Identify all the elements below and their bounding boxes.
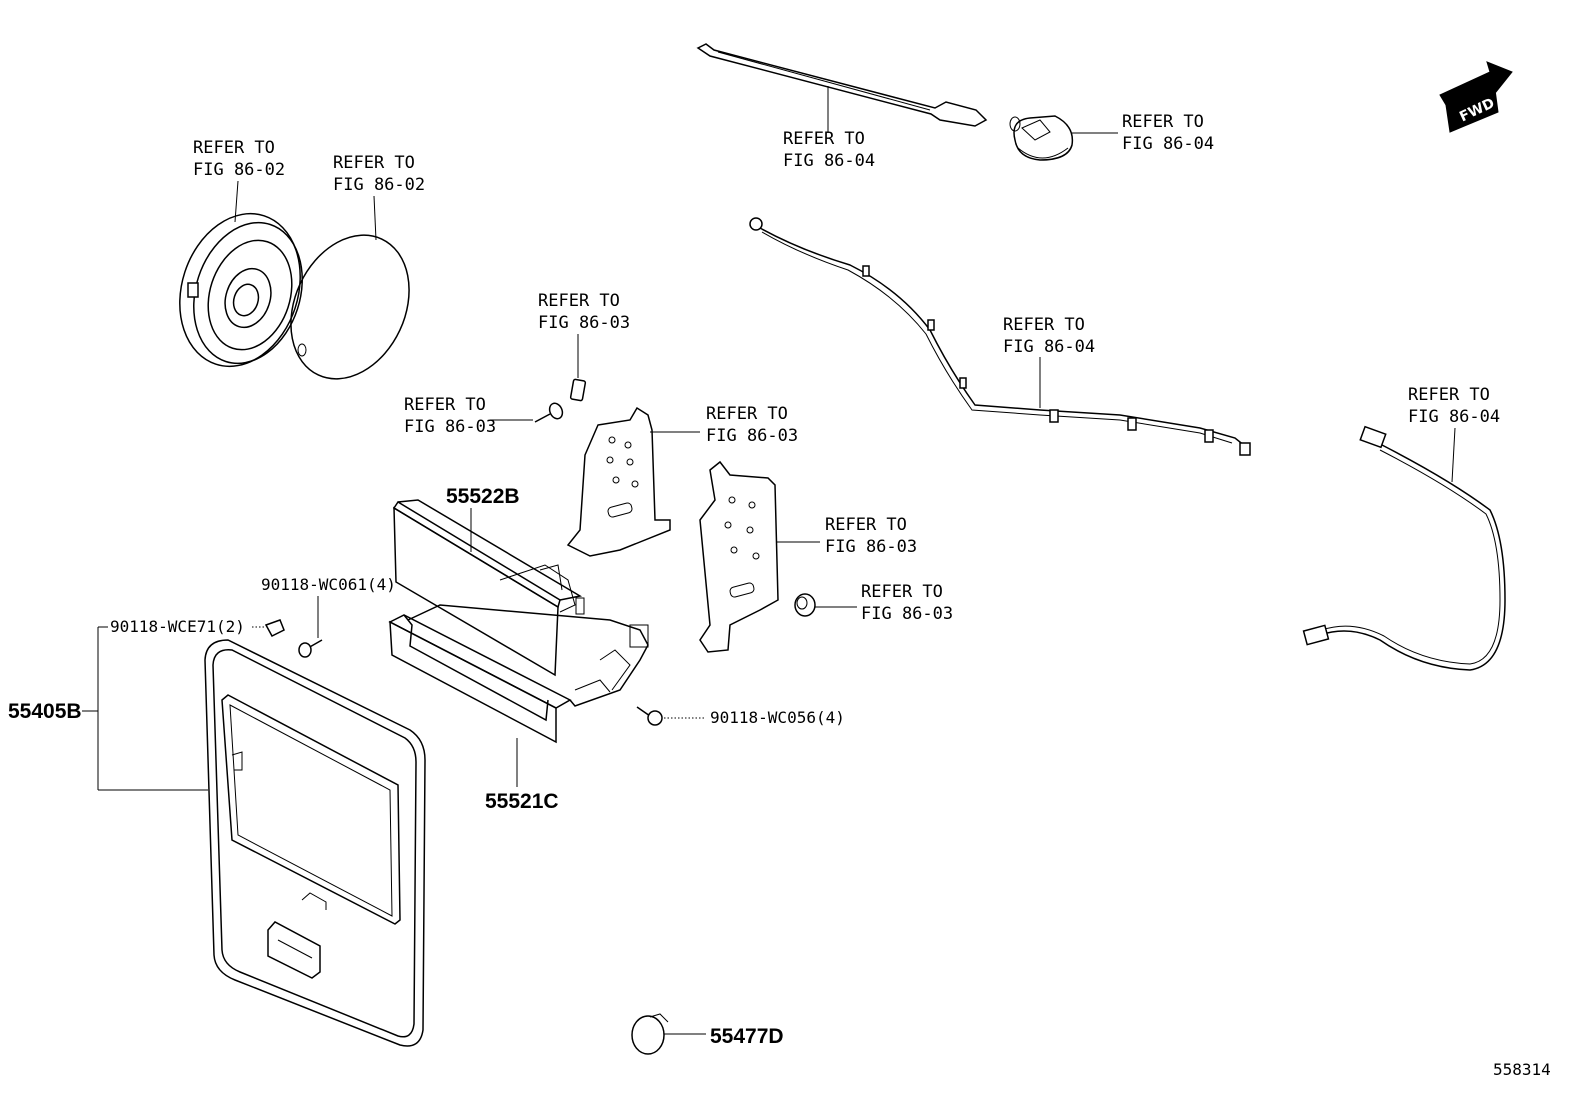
callout-55477D: 55477D xyxy=(664,1025,784,1048)
callout-55405B: 55405B xyxy=(8,627,208,791)
svg-text:90118-WCE71(2): 90118-WCE71(2) xyxy=(110,617,245,636)
antenna-rod xyxy=(696,43,988,127)
svg-text:REFER TO: REFER TO xyxy=(333,153,415,173)
callout-speaker: REFER TO FIG 86-02 xyxy=(193,138,285,223)
callout-90118-wc061: 90118-WC061(4) xyxy=(261,575,396,638)
part-55405B xyxy=(204,639,426,1047)
callout-nut-clip: REFER TO FIG 86-03 xyxy=(538,291,630,378)
screw-upper xyxy=(534,402,564,423)
callout-bracket-left: REFER TO FIG 86-03 xyxy=(650,404,798,446)
antenna-cable xyxy=(749,217,1251,456)
svg-text:REFER TO: REFER TO xyxy=(538,291,620,311)
svg-text:FIG 86-03: FIG 86-03 xyxy=(861,604,953,624)
svg-text:REFER TO: REFER TO xyxy=(404,395,486,415)
speaker-grille xyxy=(290,234,410,380)
svg-text:90118-WC056(4): 90118-WC056(4) xyxy=(710,708,845,727)
bracket-left xyxy=(566,406,671,557)
grommet xyxy=(794,593,816,617)
speaker xyxy=(179,212,303,368)
nut-clip xyxy=(569,378,587,402)
fwd-arrow-icon: FWD xyxy=(1439,61,1513,133)
callout-55522B: 55522B xyxy=(446,485,520,552)
callout-antenna-rod: REFER TO FIG 86-04 xyxy=(783,86,875,171)
svg-text:FIG 86-03: FIG 86-03 xyxy=(404,417,496,437)
part-55477D xyxy=(631,1013,669,1055)
svg-text:FIG 86-03: FIG 86-03 xyxy=(538,313,630,333)
callout-grommet: REFER TO FIG 86-03 xyxy=(815,582,953,624)
svg-text:REFER TO: REFER TO xyxy=(783,129,865,149)
bracket-right xyxy=(699,460,779,653)
part-55521C xyxy=(388,604,649,744)
svg-text:FIG 86-02: FIG 86-02 xyxy=(193,160,285,180)
callout-speaker-grille: REFER TO FIG 86-02 xyxy=(333,153,425,241)
svg-text:REFER TO: REFER TO xyxy=(825,515,907,535)
svg-text:REFER TO: REFER TO xyxy=(1122,112,1204,132)
svg-text:REFER TO: REFER TO xyxy=(193,138,275,158)
figure-id: 558314 xyxy=(1493,1060,1551,1079)
callout-bracket-right: REFER TO FIG 86-03 xyxy=(776,515,917,557)
callout-90118-wce71: 90118-WCE71(2) xyxy=(98,617,264,636)
svg-text:FIG 86-03: FIG 86-03 xyxy=(706,426,798,446)
clip-wce71 xyxy=(264,619,285,637)
svg-text:REFER TO: REFER TO xyxy=(1408,385,1490,405)
svg-text:FIG 86-04: FIG 86-04 xyxy=(1408,407,1500,427)
svg-text:FIG 86-02: FIG 86-02 xyxy=(333,175,425,195)
screw-wc056 xyxy=(636,706,663,726)
callout-antenna-cable: REFER TO FIG 86-04 xyxy=(1003,315,1095,408)
svg-text:FIG 86-04: FIG 86-04 xyxy=(783,151,875,171)
callout-usb-cable: REFER TO FIG 86-04 xyxy=(1408,385,1500,483)
callout-55521C: 55521C xyxy=(485,738,559,813)
screw-wc061 xyxy=(298,639,323,658)
antenna-base xyxy=(1009,115,1074,161)
svg-text:FIG 86-04: FIG 86-04 xyxy=(1122,134,1214,154)
svg-text:90118-WC061(4): 90118-WC061(4) xyxy=(261,575,396,594)
svg-text:FIG 86-04: FIG 86-04 xyxy=(1003,337,1095,357)
svg-text:55405B: 55405B xyxy=(8,700,82,723)
svg-text:REFER TO: REFER TO xyxy=(706,404,788,424)
svg-text:REFER TO: REFER TO xyxy=(1003,315,1085,335)
callout-antenna-base: REFER TO FIG 86-04 xyxy=(1072,112,1214,154)
svg-text:55522B: 55522B xyxy=(446,485,520,508)
svg-text:55477D: 55477D xyxy=(710,1025,784,1048)
svg-text:55521C: 55521C xyxy=(485,790,559,813)
usb-cable xyxy=(1302,425,1506,671)
callout-90118-wc056: 90118-WC056(4) xyxy=(664,708,845,727)
svg-text:REFER TO: REFER TO xyxy=(861,582,943,602)
callout-screw-upper: REFER TO FIG 86-03 xyxy=(404,395,533,437)
part-55522B xyxy=(392,499,585,677)
svg-text:FIG 86-03: FIG 86-03 xyxy=(825,537,917,557)
